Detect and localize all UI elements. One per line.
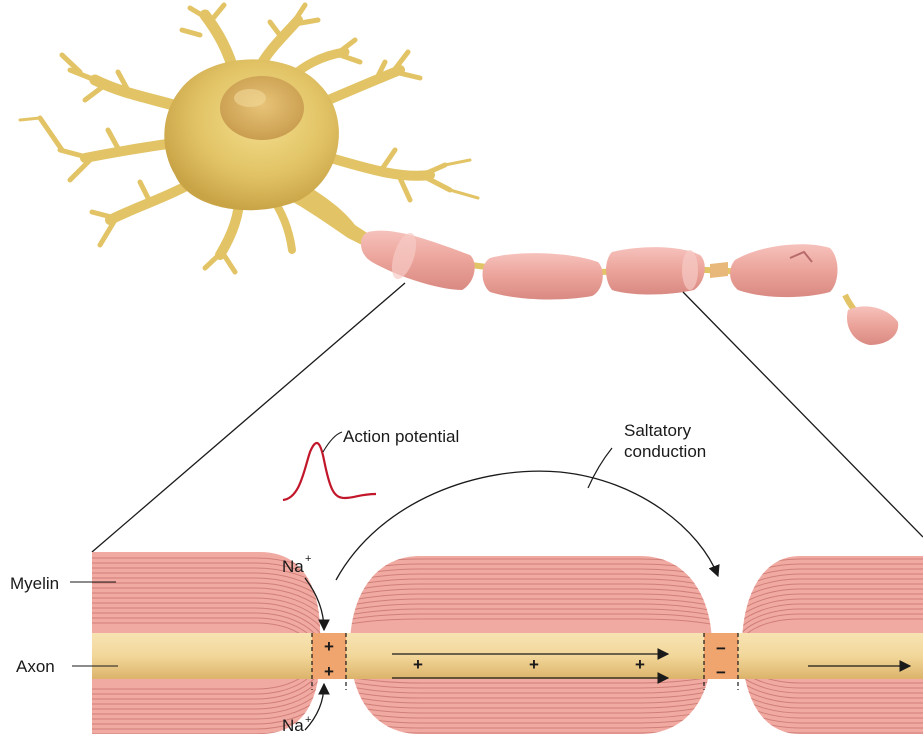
sodium-symbol-top: Na xyxy=(282,557,304,576)
myelin-segment xyxy=(361,230,475,290)
neuron-cell xyxy=(20,5,898,345)
sodium-symbol-bottom: Na xyxy=(282,716,304,734)
enlarged-axon: + + − − + + + xyxy=(0,432,923,734)
myelin-segment xyxy=(730,244,837,297)
node-1-sign-top: + xyxy=(324,637,334,656)
saltatory-label-line1: Saltatory xyxy=(624,421,692,440)
internode-sign-3: + xyxy=(635,655,645,674)
myelinated-axon xyxy=(361,230,898,345)
axon-label: Axon xyxy=(16,657,55,676)
myelin-label: Myelin xyxy=(10,574,59,593)
myelin-segment xyxy=(483,253,603,299)
internode-sign-2: + xyxy=(529,655,539,674)
node-2-sign-top: − xyxy=(716,639,726,658)
internode-sign-1: + xyxy=(413,655,423,674)
node-2-sign-bottom: − xyxy=(716,663,726,682)
nucleus xyxy=(220,76,304,140)
action-potential-leader xyxy=(323,432,342,452)
node-1-sign-bottom: + xyxy=(324,662,334,681)
action-potential-label: Action potential xyxy=(343,427,459,446)
sodium-charge-top: + xyxy=(305,553,311,565)
zoom-line-left xyxy=(92,283,405,552)
sodium-label-bottom: Na + xyxy=(282,714,311,734)
action-potential-trace xyxy=(283,443,376,500)
saltatory-label-line2: conduction xyxy=(624,442,706,461)
myelin-segment xyxy=(606,247,705,294)
sodium-charge-bottom: + xyxy=(305,714,311,726)
sodium-label-top: Na + xyxy=(282,553,311,576)
